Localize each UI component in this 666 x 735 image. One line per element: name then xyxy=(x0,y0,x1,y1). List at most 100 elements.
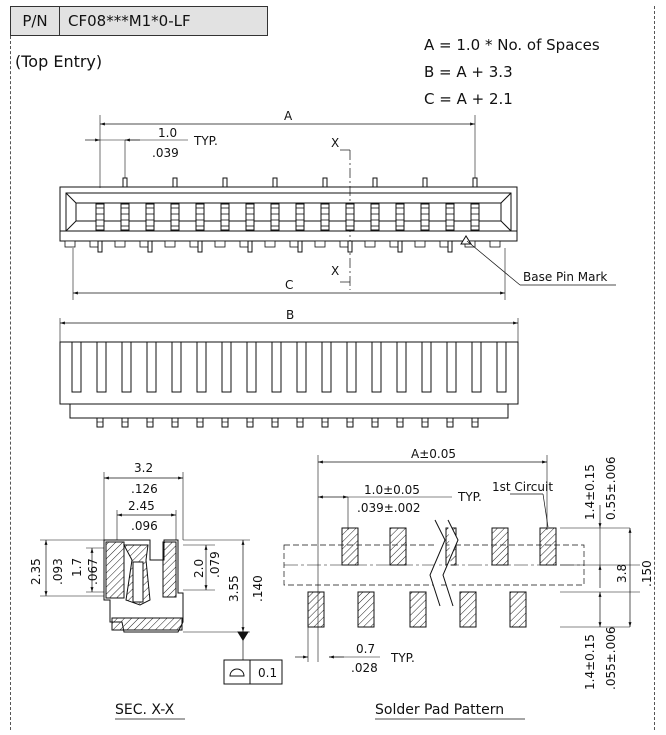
top-housing-teeth xyxy=(64,240,501,248)
pin xyxy=(295,203,305,231)
side-foot xyxy=(196,417,204,428)
sec-h1: 2.35 xyxy=(29,558,43,585)
side-foot xyxy=(296,417,304,428)
pin-tail-top xyxy=(372,177,378,188)
pad-typ2: TYP. xyxy=(390,651,415,665)
pad-len2-in: .055±.006 xyxy=(604,627,618,691)
side-slot xyxy=(196,342,207,393)
formula-a: A = 1.0 * No. of Spaces xyxy=(424,36,600,54)
side-foot xyxy=(121,417,129,428)
pad-bottom xyxy=(509,591,527,628)
side-foot xyxy=(96,417,104,428)
pitch-label: 1.0 xyxy=(158,126,177,140)
side-slot xyxy=(96,342,107,393)
housing-tooth xyxy=(164,240,176,248)
section-view xyxy=(40,472,283,720)
first-circuit-label: 1st Circuit xyxy=(492,480,553,494)
sec-h4: 3.55 xyxy=(227,575,241,602)
pad-top xyxy=(539,527,557,566)
side-foot xyxy=(221,417,229,428)
sec-w1-in: .126 xyxy=(131,482,158,496)
sec-w2-in: .096 xyxy=(131,519,158,533)
typ-label: TYP. xyxy=(193,134,218,148)
pin xyxy=(145,203,155,231)
pitch-inch-label: .039 xyxy=(152,146,179,160)
pin-tail-bottom xyxy=(447,240,453,253)
side-slot xyxy=(346,342,357,393)
top-pins xyxy=(95,177,480,253)
pin xyxy=(270,203,280,231)
pad-len-in: 0.55±.006 xyxy=(604,457,618,521)
pin-tail-bottom xyxy=(347,240,353,253)
side-slot xyxy=(446,342,457,393)
sec-h3: 2.0 xyxy=(192,559,206,578)
side-foot xyxy=(396,417,404,428)
pad-width: 0.7 xyxy=(356,642,375,656)
pad-len2: 1.4±0.15 xyxy=(583,634,597,690)
pad-dim-a: A±0.05 xyxy=(411,447,456,461)
pad-bottom xyxy=(357,591,375,628)
side-slot xyxy=(471,342,482,393)
pad-bottom xyxy=(307,591,325,628)
pad-bottom xyxy=(409,591,427,628)
side-slots xyxy=(71,342,507,393)
side-foot xyxy=(371,417,379,428)
side-foot xyxy=(271,417,279,428)
pin xyxy=(320,203,330,231)
pin-tail-top xyxy=(172,177,178,188)
housing-tooth xyxy=(314,240,326,248)
side-foot xyxy=(471,417,479,428)
flatness-value: 0.1 xyxy=(258,666,277,680)
side-slot xyxy=(71,342,82,393)
side-slot xyxy=(221,342,232,393)
pin-tail-top xyxy=(272,177,278,188)
side-foot xyxy=(171,417,179,428)
section-title: SEC. X-X xyxy=(115,702,175,718)
side-slot xyxy=(321,342,332,393)
pin xyxy=(245,203,255,231)
section-body xyxy=(103,539,184,633)
side-slot xyxy=(496,342,507,393)
pad-len: 1.4±0.15 xyxy=(583,464,597,520)
pin xyxy=(470,203,480,231)
pin xyxy=(220,203,230,231)
section-mark-top: X xyxy=(331,136,339,150)
pad-bottom xyxy=(459,591,477,628)
pin-tail-top xyxy=(472,177,478,188)
sec-w2: 2.45 xyxy=(128,499,155,513)
side-foot xyxy=(346,417,354,428)
side-view xyxy=(59,318,519,428)
flatness-box xyxy=(223,659,283,685)
pad-top xyxy=(491,527,509,566)
pin-tail-bottom xyxy=(147,240,153,253)
side-slot xyxy=(396,342,407,393)
dim-c-label: C xyxy=(285,278,293,292)
formula-c: C = A + 2.1 xyxy=(424,90,513,108)
side-slot xyxy=(421,342,432,393)
sec-h4-in: .140 xyxy=(251,575,265,602)
top-view xyxy=(59,115,616,300)
housing-tooth xyxy=(214,240,226,248)
pin-tail-bottom xyxy=(247,240,253,253)
housing-tooth xyxy=(364,240,376,248)
part-number-box: P/N CF08***M1*0-LF xyxy=(10,6,268,36)
pin-tail-top xyxy=(222,177,228,188)
side-foot xyxy=(421,417,429,428)
pin xyxy=(120,203,130,231)
part-number-label: P/N xyxy=(11,7,60,35)
side-foot xyxy=(246,417,254,428)
pin-tail-bottom xyxy=(197,240,203,253)
pad-typ: TYP. xyxy=(457,490,482,504)
top-housing xyxy=(59,186,518,242)
pin-tail-bottom xyxy=(297,240,303,253)
formula-b: B = A + 3.3 xyxy=(424,63,513,81)
pin xyxy=(170,203,180,231)
pad-title: Solder Pad Pattern xyxy=(375,702,504,718)
side-foot xyxy=(446,417,454,428)
dim-a-label: A xyxy=(284,109,293,123)
pin xyxy=(370,203,380,231)
side-slot xyxy=(121,342,132,393)
pad-width-in: .028 xyxy=(351,661,378,675)
pin-tail-top xyxy=(422,177,428,188)
